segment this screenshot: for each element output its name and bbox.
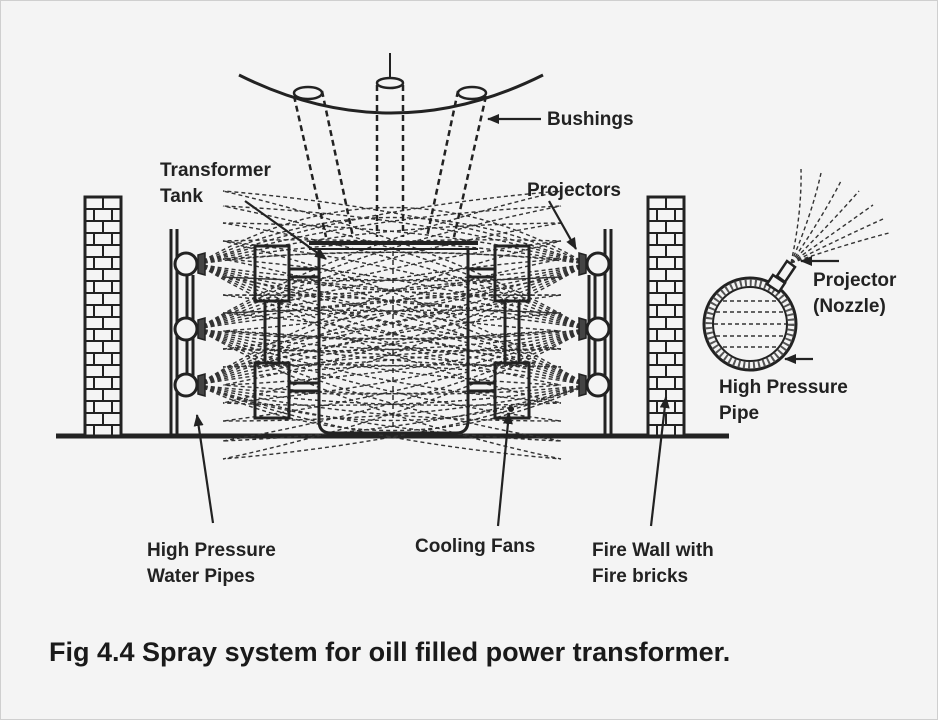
- label-hp-pipe-line2: Pipe: [719, 403, 760, 424]
- high-pressure-pipe-section: [702, 276, 798, 372]
- bushing-right: [425, 85, 488, 238]
- label-hp-pipe-line1: High Pressure: [719, 377, 848, 398]
- bushing-left: [292, 85, 355, 238]
- label-projectors: Projectors: [527, 180, 621, 201]
- label-projector-nozzle-line2: (Nozzle): [813, 296, 886, 317]
- label-bushings: Bushings: [547, 109, 634, 130]
- projector-heads: [173, 251, 611, 398]
- label-projector-nozzle-line1: Projector: [813, 270, 897, 291]
- arrow-cooling-fans: [496, 412, 513, 527]
- pointer-arrows: [193, 114, 839, 527]
- label-hp-water-pipes-line2: Water Pipes: [147, 566, 256, 587]
- label-fire-wall-line1: Fire Wall with: [592, 540, 714, 561]
- label-hp-water-pipes-line1: High Pressure: [147, 540, 276, 561]
- figure-caption: Fig 4.4 Spray system for oill filled pow…: [49, 637, 731, 667]
- arrow-hp-water-pipes: [193, 414, 215, 524]
- label-transformer-tank-line2: Tank: [160, 186, 203, 207]
- label-transformer-tank-line1: Transformer: [160, 160, 271, 181]
- bushing-center: [375, 53, 405, 237]
- transformer-tank: [309, 241, 478, 435]
- arrow-projectors: [548, 200, 577, 250]
- arrow-transformer-tank: [244, 200, 327, 260]
- cooling-fan-lower-left: [253, 301, 319, 420]
- label-cooling-fans: Cooling Fans: [415, 536, 536, 557]
- projector-nozzle: [765, 259, 797, 294]
- overhead-conductor: [238, 73, 544, 115]
- label-fire-wall-line2: Fire bricks: [592, 566, 689, 587]
- cooling-fan-upper-left: [253, 244, 319, 303]
- nozzle-spray: [790, 168, 890, 264]
- fire-wall-left: [83, 195, 123, 438]
- arrow-fire-wall: [649, 396, 670, 527]
- cooling-fan-upper-right: [468, 244, 531, 303]
